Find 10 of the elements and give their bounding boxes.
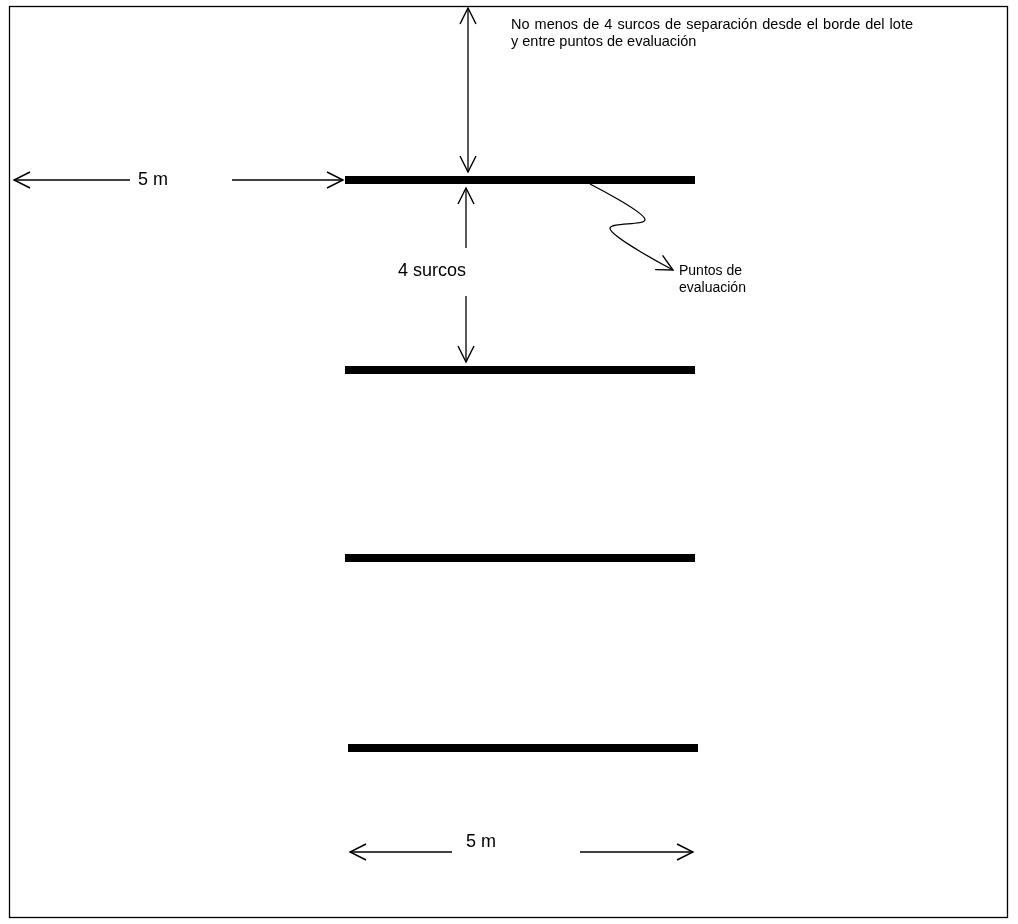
leader-line xyxy=(589,183,674,271)
evaluation-point-bar xyxy=(345,176,695,184)
callout-text: Puntos de evaluación xyxy=(679,262,809,296)
evaluation-point-bar xyxy=(348,744,698,752)
evaluation-point-bar xyxy=(345,554,695,562)
note-text: No menos de 4 surcos de separación desde el borde del lote y entre puntos de evaluación xyxy=(511,16,913,50)
dimension-label: 5 m xyxy=(138,168,168,190)
dimension-label: 5 m xyxy=(466,830,496,852)
dimension-label: 4 surcos xyxy=(398,259,467,281)
evaluation-point-bar xyxy=(345,366,695,374)
